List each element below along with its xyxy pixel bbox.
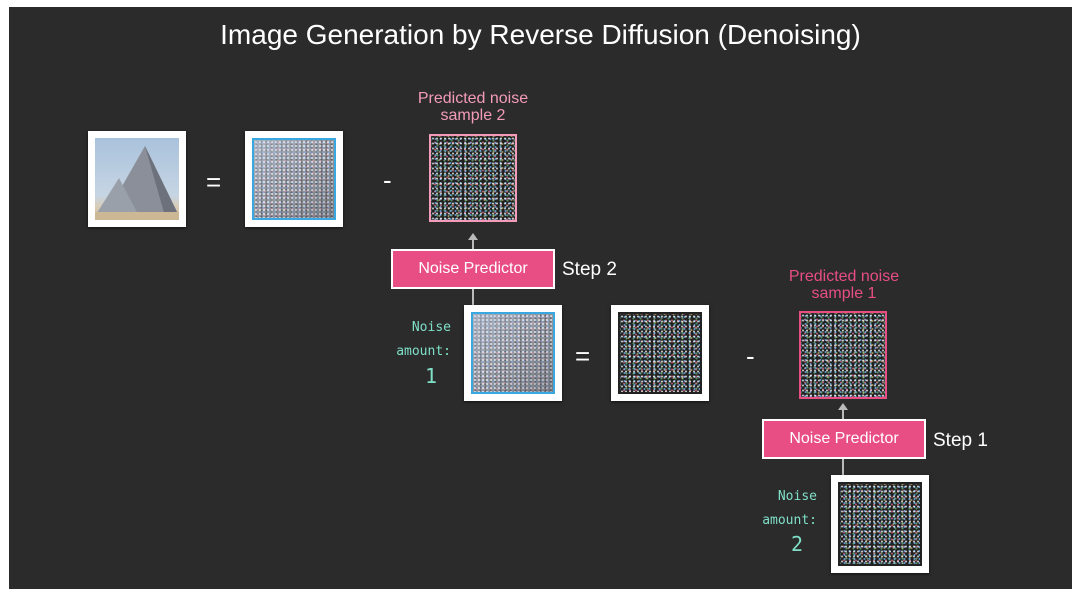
diagram-title: Image Generation by Reverse Diffusion (D… xyxy=(220,19,861,50)
noise-label-line1: Noise xyxy=(777,489,817,504)
noise-amount-label-step-1: Noise amount: xyxy=(755,485,817,533)
noisy-image-amount-2-middle xyxy=(618,312,702,394)
noisy-image-amount-2-frame xyxy=(831,475,929,573)
minus-sign: - xyxy=(746,341,755,371)
connector-line xyxy=(842,459,844,475)
noisy-image-amount-1-frame xyxy=(464,305,562,401)
noise-label-line2: amount: xyxy=(762,513,817,528)
predicted-noise-sample-2-label: Predicted noise sample 2 xyxy=(393,90,553,124)
predicted-noise-sample-1-line2: sample 1 xyxy=(811,285,877,302)
noisy-image-amount-1-top xyxy=(252,138,336,220)
noise-amount-label-step-2: Noise amount: xyxy=(389,316,451,364)
noisy-image-amount-2-middle-frame xyxy=(611,305,709,401)
noise-predictor-step-1: Noise Predictor xyxy=(762,419,926,459)
noise-label-line2: amount: xyxy=(396,344,451,359)
connector-line xyxy=(472,239,474,249)
connector-line xyxy=(842,409,844,419)
slide: Image Generation by Reverse Diffusion (D… xyxy=(9,7,1072,589)
equals-sign: = xyxy=(575,341,591,371)
predicted-noise-sample-2-frame xyxy=(427,132,519,224)
minus-sign: - xyxy=(383,165,392,195)
predicted-noise-sample-2-line1: Predicted noise xyxy=(417,90,529,107)
arrow-up-icon xyxy=(838,403,848,410)
predicted-noise-sample-1-line1: Predicted noise xyxy=(788,268,900,285)
predicted-noise-sample-1-image xyxy=(799,311,887,399)
predicted-noise-sample-2-image xyxy=(429,134,517,222)
noisy-image-amount-1 xyxy=(471,312,555,394)
predicted-noise-sample-2-line2: sample 2 xyxy=(440,107,506,124)
connector-line xyxy=(472,289,474,305)
noise-predictor-step-2: Noise Predictor xyxy=(391,249,555,289)
noisy-image-amount-2 xyxy=(838,482,922,566)
pyramid-image xyxy=(95,138,179,220)
noise-amount-value-step-2: 1 xyxy=(424,364,438,388)
noise-label-line1: Noise xyxy=(411,320,451,335)
step-2-label: Step 2 xyxy=(562,259,617,280)
step-1-label: Step 1 xyxy=(933,430,988,451)
noisy-image-amount-1-top-frame xyxy=(245,131,343,227)
predicted-noise-sample-1-frame xyxy=(797,309,889,401)
equals-sign: = xyxy=(206,167,222,197)
predicted-noise-sample-1-label: Predicted noise sample 1 xyxy=(764,268,924,302)
arrow-up-icon xyxy=(468,233,478,240)
noise-amount-value-step-1: 2 xyxy=(790,532,804,556)
pyramid-drawing xyxy=(95,146,179,220)
generated-image-frame xyxy=(88,131,186,227)
